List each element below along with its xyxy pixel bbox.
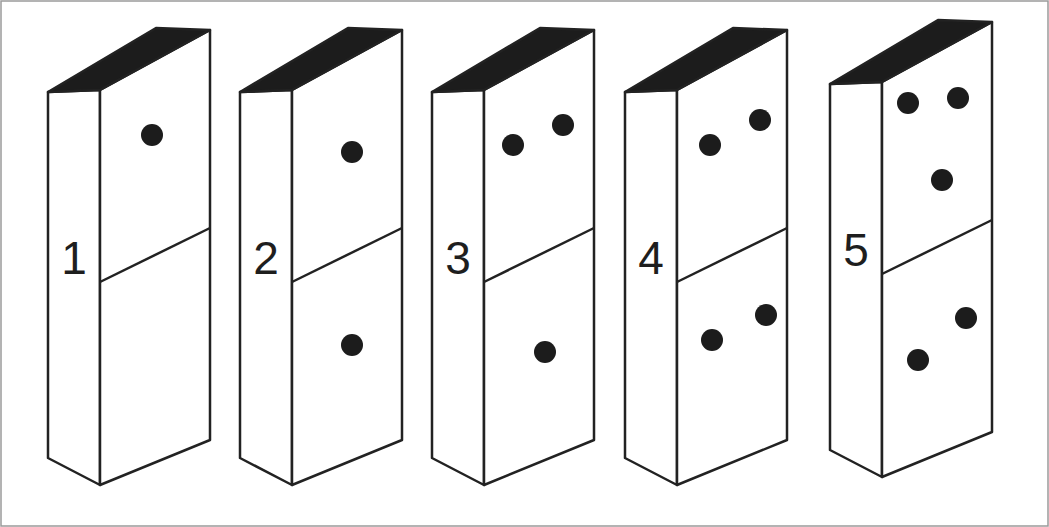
domino-side-face: 3 <box>433 228 483 288</box>
domino-number: 1 <box>61 235 87 281</box>
domino-number: 5 <box>843 227 869 273</box>
domino-number: 4 <box>638 235 664 281</box>
domino-side-face: 1 <box>49 228 99 288</box>
domino-side-face: 2 <box>241 228 291 288</box>
domino-number: 3 <box>445 235 471 281</box>
domino-side-face: 4 <box>626 228 676 288</box>
domino-side-face: 5 <box>831 220 881 280</box>
domino-number: 2 <box>253 235 279 281</box>
